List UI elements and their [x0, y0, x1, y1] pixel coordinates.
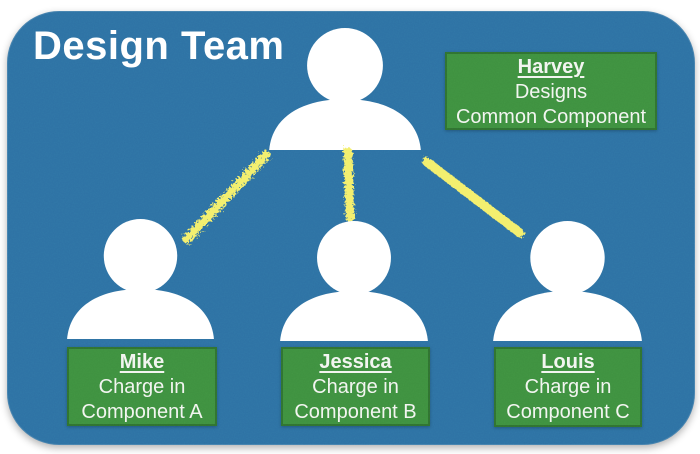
person-icon-manager — [269, 28, 421, 150]
person-icon-member-3 — [493, 221, 642, 341]
manager-label-box: Harvey Designs Common Component — [445, 52, 657, 130]
member-label-box-2: Jessica Charge in Component B — [281, 347, 430, 426]
member-figure-1 — [64, 219, 217, 339]
manager-figure — [266, 28, 424, 150]
member-figure-3 — [490, 221, 645, 341]
member-name: Mike — [119, 351, 165, 373]
member-role-line: Component A — [81, 401, 203, 423]
member-role-line: Component B — [294, 401, 417, 423]
person-icon-member-1 — [67, 219, 214, 339]
design-team-card: Design Team Harvey — [7, 11, 695, 445]
manager-role-line: Designs — [514, 81, 588, 103]
manager-role-line: Common Component — [455, 106, 647, 128]
member-role-line: Charge in — [312, 376, 399, 398]
member-name: Louis — [541, 351, 595, 373]
member-role-line: Charge in — [524, 376, 612, 398]
connector-line-middle — [343, 147, 355, 223]
member-label-box-1: Mike Charge in Component A — [67, 347, 217, 426]
page-title: Design Team — [33, 24, 285, 68]
member-role-line: Charge in — [98, 376, 186, 398]
member-role-line: Component C — [506, 401, 630, 423]
member-figure-2 — [277, 221, 431, 341]
member-name: Jessica — [319, 351, 392, 373]
member-label-box-3: Louis Charge in Component C — [494, 347, 642, 427]
manager-name: Harvey — [517, 56, 585, 78]
person-icon-member-2 — [280, 221, 428, 341]
